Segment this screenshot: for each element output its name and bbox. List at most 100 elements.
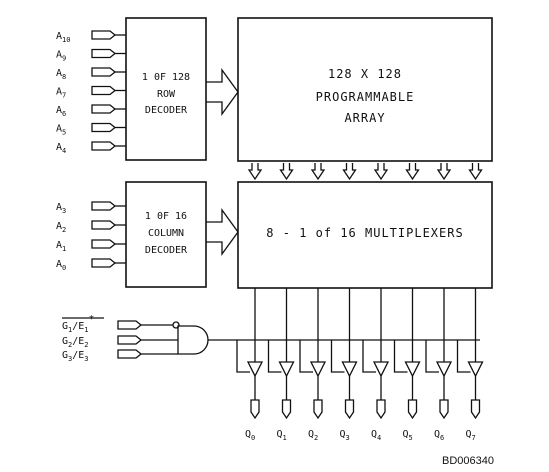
row-decoder-title: 1 0F 128 <box>142 72 190 83</box>
output-label: Q5 <box>403 429 413 442</box>
output-label-index: 7 <box>472 434 476 442</box>
input-pin: A4 <box>56 141 126 155</box>
output-channel: Q7 <box>456 288 484 442</box>
address-label: A10 <box>56 31 70 44</box>
enable-label: G1/E1* <box>62 314 95 334</box>
enable-pin: G1/E1* <box>62 314 173 334</box>
enable-g-letter: G <box>62 321 68 332</box>
enable-e-index: 3 <box>84 355 88 363</box>
output-label-index: 1 <box>283 434 287 442</box>
array-array-label: ARRAY <box>344 111 385 125</box>
output-label: Q6 <box>434 429 444 442</box>
address-label: A4 <box>56 142 66 155</box>
column-decoder: 1 0F 16 COLUMN DECODER <box>125 181 207 288</box>
output-pin-icon <box>439 399 449 420</box>
enable-e-index: 2 <box>84 341 88 349</box>
column-decoder-column-label: COLUMN <box>148 228 184 239</box>
down-arrow-icon <box>468 163 483 181</box>
document-id: BD006340 <box>442 455 494 467</box>
address-label-letter: A <box>56 142 62 153</box>
tristate-buffer-icon <box>467 361 484 378</box>
address-label: A6 <box>56 105 66 118</box>
down-arrow-icon <box>405 163 420 181</box>
array-size-label: 128 X 128 <box>328 67 402 81</box>
row-decoder-row-label: ROW <box>157 89 176 100</box>
input-buffer-icon <box>117 335 143 345</box>
output-label: Q3 <box>340 429 350 442</box>
output-pin-icon <box>250 399 260 420</box>
row-to-array-arrow-icon <box>206 68 239 116</box>
address-label-index: 0 <box>62 264 66 272</box>
output-label-index: 5 <box>409 434 413 442</box>
multiplexers-label: 8 - 1 of 16 MULTIPLEXERS <box>266 226 463 240</box>
input-buffer-icon <box>91 220 117 230</box>
tristate-buffer-icon <box>372 361 390 378</box>
down-arrow-icon <box>373 163 389 181</box>
address-label-letter: A <box>56 87 62 98</box>
address-label-index: 2 <box>62 226 66 234</box>
row-decoder-decoder-label: DECODER <box>145 105 188 116</box>
address-label: A5 <box>56 124 66 137</box>
enable-slash: /E <box>72 350 84 361</box>
input-buffer-icon <box>91 122 117 133</box>
enable-tap-wire <box>330 340 345 373</box>
inversion-bubble-icon <box>172 321 180 329</box>
output-pin-icon <box>376 399 386 420</box>
down-arrow-icon <box>436 163 452 181</box>
output-pin-icon <box>407 399 418 420</box>
output-label-letter: Q <box>340 429 346 440</box>
enable-g-index: 1 <box>68 326 72 334</box>
tristate-buffer-icon <box>278 361 295 378</box>
enable-tap-wire <box>393 340 408 373</box>
enable-e-index: 1 <box>84 326 88 334</box>
output-label-letter: Q <box>277 429 283 440</box>
input-buffer-icon <box>91 104 117 114</box>
input-buffer-icon <box>117 320 143 330</box>
address-label-index: 9 <box>62 55 66 63</box>
enable-g-letter: G <box>62 350 68 361</box>
tristate-buffer-icon <box>404 361 421 378</box>
enable-tap-wire <box>425 340 439 373</box>
and-gate-icon <box>177 325 209 355</box>
address-label: A7 <box>56 87 66 100</box>
enable-slash: /E <box>72 321 84 332</box>
enable-tap-wire <box>456 340 471 373</box>
input-pin: A7 <box>56 85 126 100</box>
address-label-index: 4 <box>62 147 66 155</box>
address-label: A9 <box>56 50 66 63</box>
output-label-letter: Q <box>308 429 314 440</box>
row-decoder-box <box>125 17 207 161</box>
row-decoder: 1 0F 128 ROW DECODER <box>125 17 207 161</box>
enable-pin: G3/E3 <box>62 349 178 363</box>
programmable-array: 128 X 128 PROGRAMMABLE ARRAY <box>237 17 493 162</box>
output-pin-icon <box>470 399 481 420</box>
output-label: Q4 <box>371 429 381 442</box>
input-buffer-icon <box>91 201 117 211</box>
address-label: A1 <box>56 240 66 253</box>
enable-pin: G2/E2 <box>62 335 178 349</box>
address-label: A0 <box>56 259 66 272</box>
address-label-index: 5 <box>62 129 66 137</box>
down-arrow-icon <box>342 163 357 181</box>
enable-tap-wire <box>362 340 376 373</box>
input-buffer-icon <box>91 258 117 268</box>
output-label-index: 6 <box>440 434 444 442</box>
address-label-letter: A <box>56 68 62 79</box>
input-pin: A9 <box>56 48 126 63</box>
column-decoder-decoder-label: DECODER <box>145 245 188 256</box>
output-channel: Q4 <box>362 288 390 442</box>
multiplexers-box <box>237 181 493 289</box>
address-label-letter: A <box>56 124 62 135</box>
input-buffer-icon <box>91 239 117 249</box>
output-label: Q2 <box>308 429 318 442</box>
input-pin: A6 <box>56 104 126 118</box>
enable-g-index: 2 <box>68 341 72 349</box>
column-to-mux-arrow-icon <box>206 208 239 256</box>
input-pin: A5 <box>56 122 126 137</box>
address-label-letter: A <box>56 240 62 251</box>
output-label-letter: Q <box>245 429 251 440</box>
address-label-letter: A <box>56 202 62 213</box>
column-decoder-title: 1 0F 16 <box>145 211 187 222</box>
enable-g-letter: G <box>62 336 68 347</box>
